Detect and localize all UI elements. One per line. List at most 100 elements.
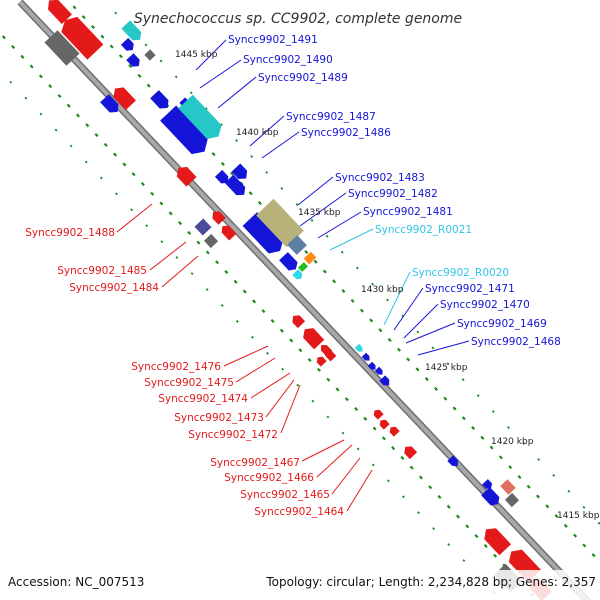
tick-mark — [582, 543, 587, 548]
gene-label[interactable]: Syncc9902_1486 — [301, 127, 391, 139]
tick-mark — [386, 298, 390, 302]
gene-arrow-reverse[interactable] — [290, 312, 306, 329]
tick-mark — [313, 259, 318, 264]
tick-mark — [235, 139, 238, 143]
tick-mark — [252, 299, 257, 304]
gene-label[interactable]: Syncc9902_1487 — [286, 111, 376, 123]
tick-mark — [304, 249, 309, 254]
tick-mark — [196, 240, 201, 245]
gene-arrow-reverse[interactable] — [110, 84, 136, 111]
gene-arrow-forward[interactable] — [481, 487, 502, 508]
tick-mark — [489, 445, 494, 450]
tick-mark — [433, 386, 439, 391]
gene-label[interactable]: Syncc9902_1468 — [471, 336, 561, 348]
tick-mark — [261, 309, 266, 314]
gene-label[interactable]: Syncc9902_1483 — [335, 172, 425, 184]
cog-block-indigo[interactable] — [194, 218, 212, 236]
gene-label[interactable]: Syncc9902_1472 — [188, 429, 278, 441]
tick-mark — [461, 378, 465, 382]
gene-label[interactable]: Syncc9902_R0020 — [412, 267, 509, 279]
tick-mark — [462, 559, 466, 562]
tick-mark — [118, 54, 123, 59]
gene-arrow-reverse[interactable] — [219, 223, 237, 241]
tick-mark — [248, 191, 253, 196]
gene-arrow-forward[interactable] — [126, 53, 142, 69]
cog-block-gray[interactable] — [44, 30, 80, 66]
tick-mark — [307, 358, 312, 363]
cog-block-salmon[interactable] — [500, 479, 516, 495]
gene-arrow-reverse[interactable] — [57, 13, 104, 60]
gene-label[interactable]: Syncc9902_R0021 — [375, 224, 472, 236]
tick-mark — [325, 234, 329, 238]
tick-mark — [187, 230, 192, 235]
gene-arrow-reverse[interactable] — [315, 355, 327, 367]
gene-arrow-forward[interactable] — [447, 455, 460, 468]
gene-label[interactable]: Syncc9902_1475 — [144, 377, 234, 389]
tick-mark — [205, 288, 209, 291]
gene-label[interactable]: Syncc9902_1484 — [69, 282, 159, 294]
gene-arrow-forward[interactable] — [100, 94, 122, 116]
gene-arrow-teal[interactable] — [178, 94, 226, 144]
gene-label[interactable]: Syncc9902_1471 — [425, 283, 515, 295]
gene-arrow-reverse[interactable] — [322, 347, 337, 362]
gene-label[interactable]: Syncc9902_1476 — [131, 361, 221, 373]
gene-label[interactable]: Syncc9902_1491 — [228, 34, 318, 46]
gene-label[interactable]: Syncc9902_1464 — [254, 506, 344, 518]
gene-arrow-rna[interactable] — [354, 343, 365, 354]
gene-arrow-forward[interactable] — [374, 366, 385, 377]
tick-mark — [289, 338, 294, 343]
gene-label[interactable]: Syncc9902_1481 — [363, 206, 453, 218]
cog-block-orange[interactable] — [303, 251, 317, 265]
gene-arrow-reverse[interactable] — [388, 425, 400, 437]
gene-arrow-forward[interactable] — [214, 169, 231, 186]
gene-arrow-teal[interactable] — [121, 20, 144, 44]
gene-arrow-reverse[interactable] — [44, 0, 72, 25]
gene-arrow-reverse[interactable] — [402, 443, 418, 460]
tick-mark — [554, 514, 559, 519]
gene-label[interactable]: Syncc9902_1488 — [25, 227, 115, 239]
gene-arrow-reverse[interactable] — [480, 524, 512, 556]
gene-arrow-forward[interactable] — [224, 174, 249, 199]
gene-arrow-reverse[interactable] — [210, 208, 226, 225]
gene-label[interactable]: Syncc9902_1485 — [57, 265, 147, 277]
cog-block-gray[interactable] — [144, 49, 156, 61]
gene-arrow-reverse[interactable] — [378, 418, 390, 430]
gene-arrow-reverse[interactable] — [300, 324, 325, 350]
gene-arrow-forward[interactable] — [361, 352, 372, 363]
tick-mark — [175, 256, 179, 260]
gene-arrow-forward[interactable] — [160, 105, 212, 160]
gene-label[interactable]: Syncc9902_1465 — [240, 489, 330, 501]
gene-labels-forward: Syncc9902_1491 Syncc9902_1490 Syncc9902_… — [228, 34, 561, 348]
gene-arrow-reverse[interactable] — [372, 408, 384, 420]
gene-arrow-forward[interactable] — [367, 361, 378, 372]
gene-label[interactable]: Syncc9902_1473 — [174, 412, 264, 424]
tick-mark — [296, 383, 300, 387]
gene-label[interactable]: Syncc9902_1469 — [457, 318, 547, 330]
gene-label[interactable]: Syncc9902_1482 — [348, 188, 438, 200]
gene-arrow-forward[interactable] — [242, 212, 288, 258]
cog-block-gray[interactable] — [504, 492, 520, 508]
tick-mark — [204, 107, 208, 111]
gene-label[interactable]: Syncc9902_1490 — [243, 54, 333, 66]
cog-block-gray[interactable] — [203, 233, 219, 249]
gene-label[interactable]: Syncc9902_1489 — [258, 72, 348, 84]
gene-arrow-forward[interactable] — [150, 90, 172, 112]
gene-arrow-forward[interactable] — [482, 479, 494, 491]
tick-mark — [567, 489, 571, 493]
cog-block-green[interactable] — [298, 262, 308, 272]
tick-mark — [103, 142, 108, 147]
tick-mark — [81, 15, 86, 20]
gene-label[interactable]: Syncc9902_1466 — [224, 472, 314, 484]
gene-label[interactable]: Syncc9902_1474 — [158, 393, 248, 405]
gene-arrow-forward[interactable] — [231, 163, 251, 183]
cog-block-olive[interactable] — [256, 198, 304, 248]
gene-label[interactable]: Syncc9902_1467 — [210, 457, 300, 469]
gene-label[interactable]: Syncc9902_1470 — [440, 299, 530, 311]
gene-arrow-forward[interactable] — [120, 37, 137, 54]
gene-arrow-forward[interactable] — [379, 375, 392, 388]
gene-arrow-reverse[interactable] — [173, 163, 197, 187]
tick-mark — [416, 330, 420, 334]
gene-arrow-forward[interactable] — [279, 252, 300, 273]
cog-block-steel[interactable] — [287, 235, 307, 255]
gene-arrow-rna[interactable] — [292, 269, 304, 281]
